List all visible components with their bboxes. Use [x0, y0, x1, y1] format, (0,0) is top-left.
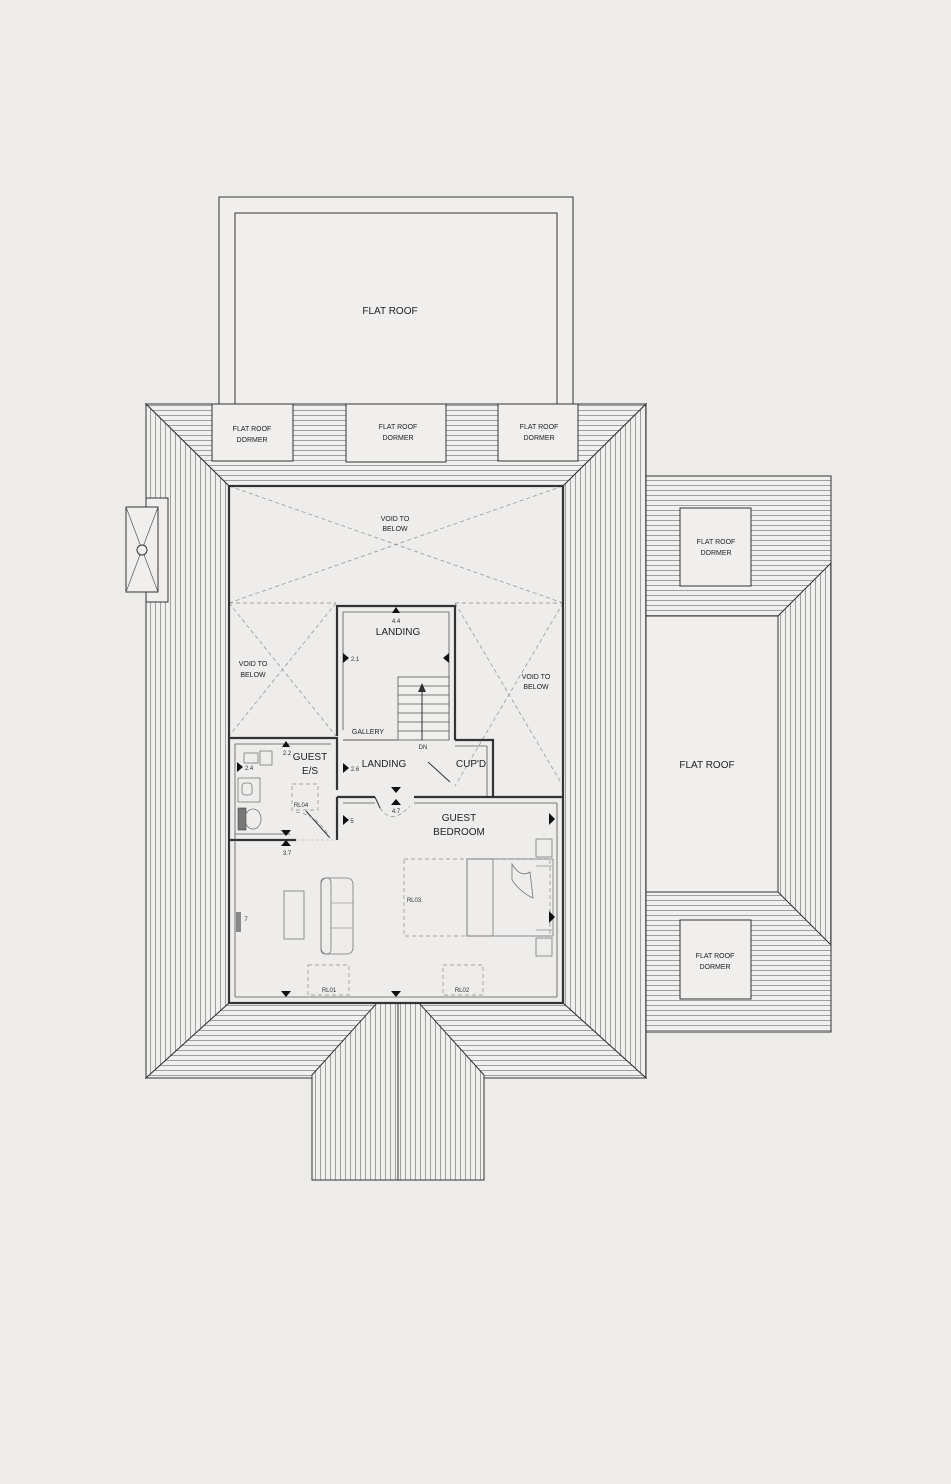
dormer-2: FLAT ROOF DORMER	[345, 403, 447, 463]
guest-es-label-1: GUEST	[293, 752, 327, 763]
flat-roof-right	[645, 615, 779, 893]
marker-2-6: 2.6	[351, 767, 360, 773]
dormer-3: FLAT ROOF DORMER	[497, 403, 579, 462]
svg-text:DORMER: DORMER	[523, 435, 554, 442]
rl03-label: RL03	[407, 898, 422, 904]
svg-text:DORMER: DORMER	[699, 964, 730, 971]
stairs-down-label: DN	[419, 745, 428, 751]
guest-bedroom-label-2: BEDROOM	[433, 827, 485, 838]
gallery-label: GALLERY	[352, 729, 384, 736]
dormer-5: FLAT ROOF DORMER	[679, 919, 752, 1000]
marker-4-7: 4.7	[392, 809, 401, 815]
void-right-label-1: VOID TO	[522, 674, 551, 681]
marker-2-4: 2.4	[245, 766, 254, 772]
rl02-label: RL02	[455, 988, 470, 994]
svg-text:FLAT ROOF: FLAT ROOF	[696, 953, 735, 960]
svg-text:DORMER: DORMER	[700, 550, 731, 557]
svg-text:FLAT ROOF: FLAT ROOF	[233, 426, 272, 433]
svg-text:FLAT ROOF: FLAT ROOF	[697, 539, 736, 546]
marker-4-4: 4.4	[392, 619, 401, 625]
marker-3-7: 3.7	[283, 851, 292, 857]
cupboard-label: CUP'D	[456, 759, 486, 770]
void-right-label-2: BELOW	[523, 684, 549, 691]
dormer-1: FLAT ROOF DORMER	[211, 403, 294, 462]
roof-light-labels: RL01 RL02 RL03 RL04	[294, 803, 470, 994]
rl04-label: RL04	[294, 803, 309, 809]
room-labels: VOID TO BELOW VOID TO BELOW VOID TO BELO…	[239, 516, 551, 838]
svg-text:DORMER: DORMER	[236, 437, 267, 444]
svg-text:FLAT ROOF: FLAT ROOF	[379, 424, 418, 431]
void-top-label-1: VOID TO	[381, 516, 410, 523]
svg-text:FLAT ROOF: FLAT ROOF	[520, 424, 559, 431]
marker-5: 5	[350, 819, 354, 825]
svg-text:DORMER: DORMER	[382, 435, 413, 442]
marker-2-1: 2.1	[351, 657, 360, 663]
chimney	[125, 497, 169, 603]
top-flat-roof: FLAT ROOF	[218, 196, 574, 405]
flat-roof-right-label: FLAT ROOF	[679, 760, 734, 771]
void-top-label-2: BELOW	[382, 526, 408, 533]
marker-7: 7	[244, 917, 248, 923]
guest-bedroom-label-1: GUEST	[442, 813, 476, 824]
roof-slope-right	[562, 402, 647, 1080]
marker-2-2: 2.2	[283, 751, 292, 757]
interior	[227, 484, 565, 1005]
landing-top-label: LANDING	[376, 627, 421, 638]
void-left-label-1: VOID TO	[239, 661, 268, 668]
bottom-gable	[311, 1002, 485, 1181]
void-left-label-2: BELOW	[240, 672, 266, 679]
rl01-label: RL01	[322, 988, 337, 994]
dormer-4: FLAT ROOF DORMER	[679, 507, 752, 587]
landing-mid-label: LANDING	[362, 759, 407, 770]
flat-roof-top-label: FLAT ROOF	[362, 306, 417, 317]
guest-es-label-2: E/S	[302, 766, 318, 777]
marker-labels: 4.4 2.1 2.2 2.4 2.6 4.7 5 3.7 7	[244, 619, 401, 923]
